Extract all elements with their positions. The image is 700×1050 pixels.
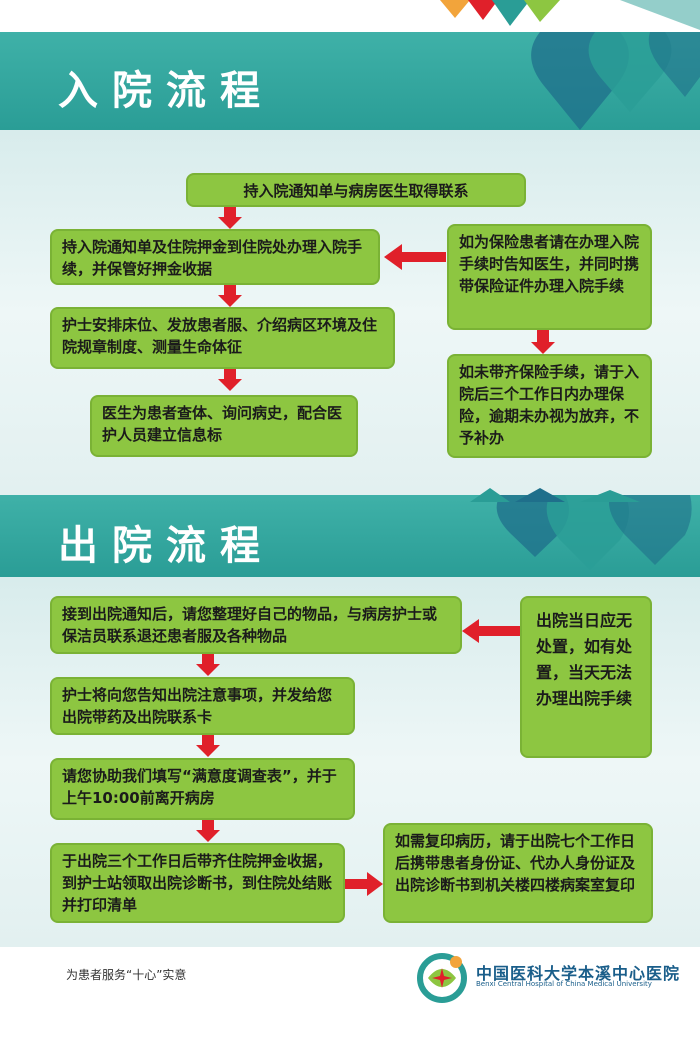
discharge-record-copy-note: 如需复印病历，请于出院七个工作日后携带患者身份证、代办人身份证及出院诊断书到机关… xyxy=(383,823,653,923)
arrow-down-icon xyxy=(196,654,220,676)
top-decoration xyxy=(440,0,700,30)
admission-step-3: 护士安排床位、发放患者服、介绍病区环境及住院规章制度、测量生命体征 xyxy=(50,307,395,369)
discharge-step-1: 接到出院通知后，请您整理好自己的物品，与病房护士或保洁员联系退还患者服及各种物品 xyxy=(50,596,462,654)
hospital-logo xyxy=(417,953,467,1003)
discharge-step-2: 护士将向您告知出院注意事项，并发给您出院带药及出院联系卡 xyxy=(50,677,355,735)
discharge-top-decoration xyxy=(470,488,640,502)
arrow-right-icon xyxy=(345,872,383,896)
arrow-down-icon xyxy=(218,207,242,229)
admission-step-2: 持入院通知单及住院押金到住院处办理入院手续，并保管好押金收据 xyxy=(50,229,380,285)
hospital-name-cn: 中国医科大学本溪中心医院 xyxy=(476,964,681,983)
discharge-title: 出院流程 xyxy=(58,523,274,569)
admission-step-4: 医生为患者查体、询问病史，配合医护人员建立信息标 xyxy=(90,395,358,457)
hospital-name-en: Benxi Central Hospital of China Medical … xyxy=(476,980,652,988)
discharge-step-4: 于出院三个工作日后带齐住院押金收据，到护士站领取出院诊断书，到住院处结账并打印清… xyxy=(50,843,345,923)
admission-step-1: 持入院通知单与病房医生取得联系 xyxy=(186,173,526,207)
admission-insurance-note: 如为保险患者请在办理入院手续时告知医生，并同时携带保险证件办理入院手续 xyxy=(447,224,652,330)
arrow-left-icon xyxy=(384,244,446,270)
arrow-down-icon xyxy=(218,369,242,391)
arrow-down-icon xyxy=(196,735,220,757)
discharge-banner: 出院流程 xyxy=(0,495,700,577)
heart-decoration xyxy=(496,495,692,570)
discharge-step-3: 请您协助我们填写“满意度调查表”，并于上午10:00前离开病房 xyxy=(50,758,355,820)
admission-insurance-deadline: 如未带齐保险手续，请于入院后三个工作日内办理保险，逾期未办视为放弃，不予补办 xyxy=(447,354,652,458)
arrow-left-icon xyxy=(462,619,520,643)
discharge-same-day-note: 出院当日应无处置，如有处置，当天无法办理出院手续 xyxy=(520,596,652,758)
admission-title: 入院流程 xyxy=(58,68,274,114)
admission-banner: 入院流程 xyxy=(0,32,700,130)
arrow-down-icon xyxy=(218,285,242,307)
arrow-down-icon xyxy=(196,820,220,842)
arrow-down-icon xyxy=(531,330,555,354)
slogan: 为患者服务“十心”实意 xyxy=(66,968,187,982)
heart-decoration xyxy=(531,32,700,130)
